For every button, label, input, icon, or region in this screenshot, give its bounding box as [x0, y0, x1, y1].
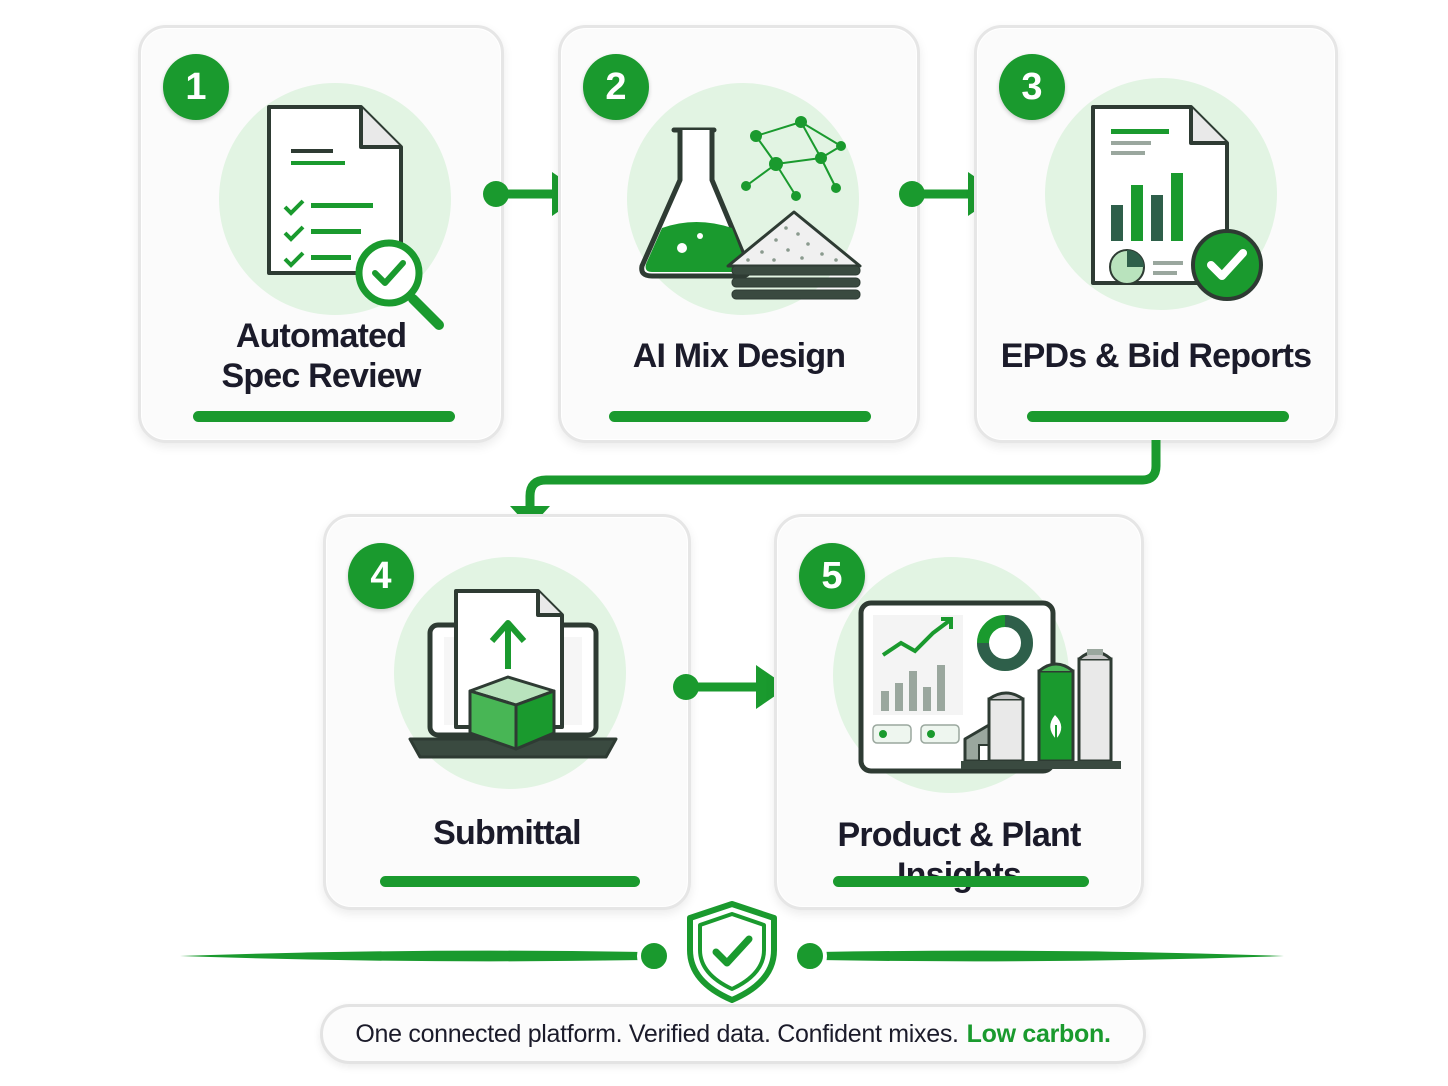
step-underline [193, 411, 455, 422]
step-label-line: AI Mix Design [632, 337, 846, 375]
step-label-line: Spec Review [221, 357, 421, 395]
flask-network-material-icon [639, 116, 862, 300]
tagline-accent: Low carbon. [966, 1019, 1111, 1048]
laptop-upload-box-icon [408, 589, 618, 759]
report-chart-check-icon [1091, 105, 1263, 301]
step-card-4: 4 Submittal [323, 514, 691, 910]
flow-arrow [673, 665, 788, 709]
step-label-line: Automated [235, 317, 407, 355]
step-label-line: Product & Plant Insights [837, 816, 1081, 894]
step-label: Submittal [326, 813, 688, 853]
step-label: EPDs & Bid Reports [977, 336, 1335, 376]
step-underline [1027, 411, 1289, 422]
step-card-1: 1 Automated Spec Review [138, 25, 504, 443]
tagline-banner: One connected platform. Verified data. C… [320, 1004, 1146, 1064]
footer-connector-line [180, 939, 1284, 973]
step-label: AI Mix Design [561, 336, 917, 376]
step-number-badge: 3 [999, 54, 1065, 120]
step-card-5: 5 Product & Plant Insights [774, 514, 1144, 910]
step-underline [833, 876, 1089, 887]
shield-check-icon [687, 901, 777, 1003]
step-card-2: 2 [558, 25, 920, 443]
step-label-line: EPDs & Bid Reports [1000, 337, 1312, 375]
dashboard-plant-silo-icon [858, 600, 1121, 774]
tagline-text: One connected platform. Verified data. C… [355, 1019, 959, 1048]
step-label: Automated Spec Review [141, 316, 501, 396]
step-card-3: 3 EPDs & Bid Reports [974, 25, 1338, 443]
step-label-line: Submittal [433, 814, 582, 852]
document-search-icon [267, 105, 444, 330]
step-underline [609, 411, 871, 422]
step-number-badge: 2 [583, 54, 649, 120]
step-underline [380, 876, 640, 887]
step-number-badge: 5 [799, 543, 865, 609]
step-label: Product & Plant Insights [777, 815, 1141, 895]
step-number-badge: 1 [163, 54, 229, 120]
step-number-badge: 4 [348, 543, 414, 609]
